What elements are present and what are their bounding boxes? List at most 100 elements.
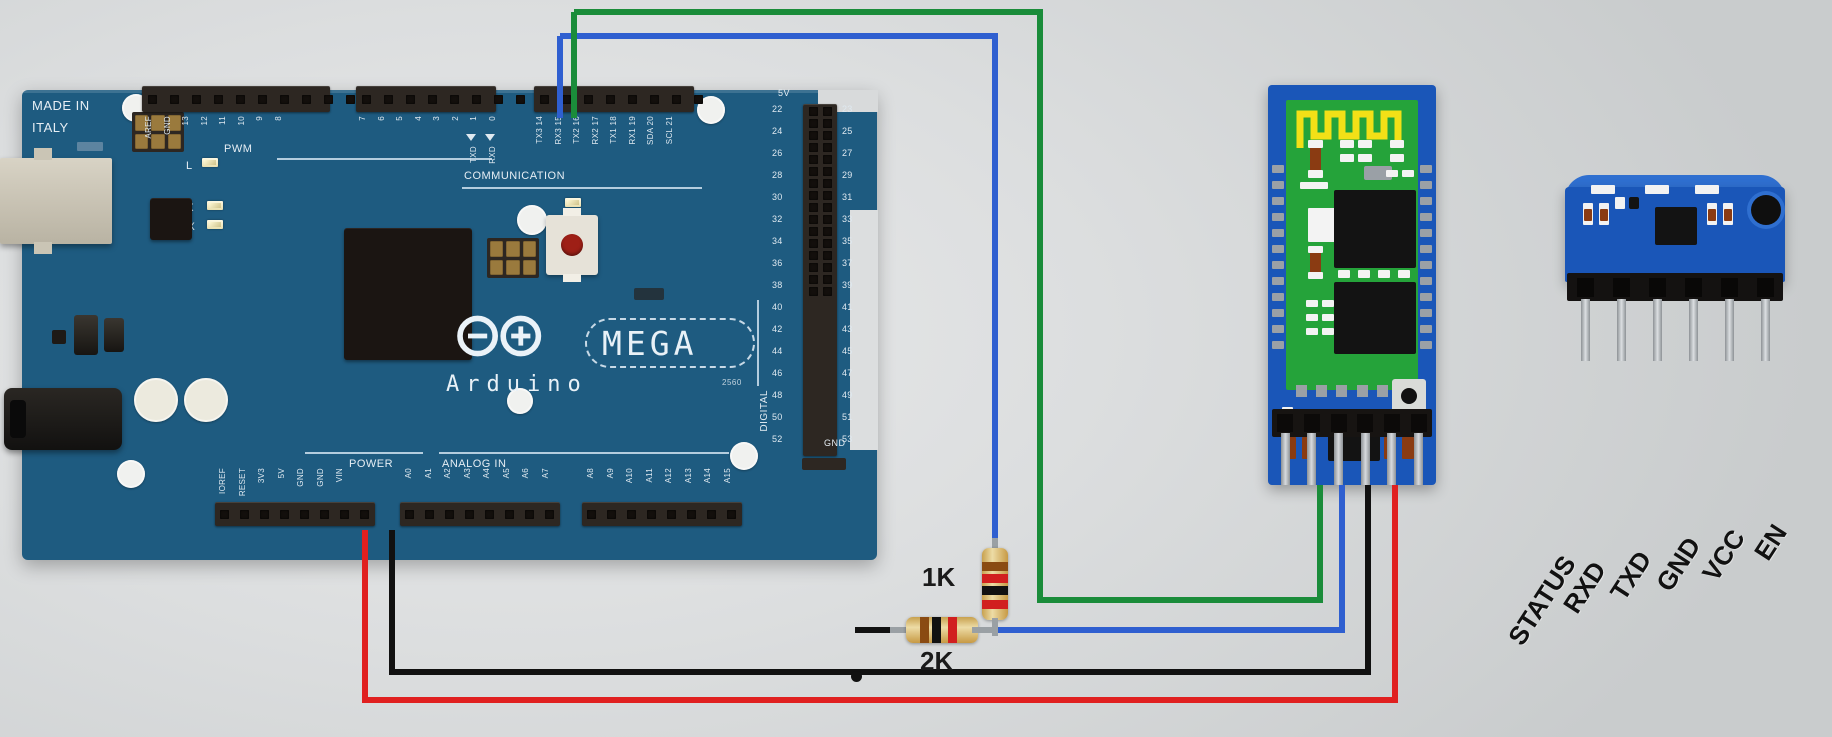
pin-label-rx1-19: RX1 19	[627, 116, 637, 145]
hc05-pad-s	[1402, 170, 1414, 177]
communication-label: COMMUNICATION	[464, 170, 566, 182]
digital-pin-25: 25	[842, 126, 853, 136]
header-digital-8-13[interactable]	[142, 86, 355, 112]
pin-label-5: 5	[395, 116, 404, 121]
icsp-header-2[interactable]	[487, 238, 539, 278]
hc05-at-mode-button[interactable]	[1392, 379, 1426, 413]
header-communication[interactable]	[534, 86, 703, 112]
header-digital-22-53[interactable]	[803, 104, 837, 456]
digital-pin-45: 45	[842, 346, 853, 356]
hc05-pad-q	[1390, 154, 1404, 162]
analog-pin-a11: A11	[644, 468, 654, 483]
header-analog-a8-a15[interactable]	[582, 502, 742, 526]
breakout-pad-3	[1615, 197, 1625, 209]
digital-pin-36: 36	[772, 258, 783, 268]
analog-in-label: ANALOG IN	[442, 458, 507, 470]
digital-pin-51: 51	[842, 412, 853, 422]
power-pin-gnd: GND	[315, 468, 325, 487]
serial-marker-0	[466, 134, 476, 141]
usb-tab-bottom	[34, 242, 52, 254]
hc05-pad-a	[1308, 140, 1323, 148]
breakout-pad-4	[1629, 197, 1639, 209]
pin-label-4: 4	[413, 116, 423, 121]
hc05-pin-legs	[1272, 433, 1432, 485]
hc05-pad-u	[1358, 270, 1370, 278]
pin-label-2: 2	[450, 116, 460, 121]
digital-pin-34: 34	[772, 236, 783, 246]
power-label: POWER	[349, 458, 394, 470]
digital-pin-28: 28	[772, 170, 783, 180]
led-rx	[207, 220, 223, 229]
made-in-label: MADE IN	[32, 98, 90, 113]
hc05-pad-d	[1308, 246, 1323, 253]
digital-pin-29: 29	[842, 170, 853, 180]
digital-pin-49: 49	[842, 390, 853, 400]
mega-wordmark: MEGA	[602, 324, 698, 363]
mcu-chip	[344, 228, 472, 360]
capacitor-2	[104, 318, 124, 352]
pin-label-rx3-15: RX3 15	[553, 116, 563, 145]
analog-pin-a7: A7	[540, 468, 550, 479]
pin-label-sda-20: SDA 20	[646, 116, 655, 145]
digital-pin-30: 30	[772, 192, 783, 202]
resistor-2k-label: 2K	[920, 646, 954, 676]
digital-section-line	[757, 300, 759, 386]
header-digital-0-7[interactable]	[356, 86, 525, 112]
hc05-breakout-module[interactable]	[1555, 165, 1795, 361]
digital-pin-40: 40	[772, 302, 783, 312]
hc05-pad-i	[1322, 314, 1334, 321]
hc05-shield-can-top	[1334, 190, 1416, 268]
header-power[interactable]	[215, 502, 375, 526]
electrolytic-cap-2	[184, 378, 228, 422]
pin-label-tx2-16: TX2 16	[572, 116, 581, 144]
analog-pin-a15: A15	[722, 468, 732, 484]
mounting-hole-3	[517, 205, 547, 235]
hc05-green-board	[1286, 100, 1418, 390]
icsp-header-1[interactable]	[132, 112, 184, 152]
hc05-resistor-2	[1310, 252, 1321, 274]
breakout-pad-7	[1591, 185, 1615, 194]
breakout-pin-header[interactable]	[1567, 273, 1783, 301]
mega-model-number: 2560	[722, 378, 742, 387]
hc05-smd-chip	[1364, 166, 1392, 180]
digital-pin-37: 37	[842, 258, 853, 268]
breakout-res-3	[1708, 209, 1716, 221]
usb-connector	[0, 148, 112, 254]
arduino-mega-board[interactable]: MADE IN ITALY	[0, 86, 878, 560]
digital-pin-47: 47	[842, 368, 853, 378]
hc05-pad-k	[1322, 328, 1334, 335]
analog-pin-a12: A12	[664, 468, 673, 484]
smd-1	[52, 330, 66, 344]
pin-label-12: 12	[199, 116, 209, 126]
breakout-res-4	[1724, 209, 1732, 221]
breakout-button[interactable]	[1751, 195, 1781, 225]
header-analog-a0-a7[interactable]	[400, 502, 560, 526]
led-tx	[207, 201, 223, 210]
pin-label-11: 11	[218, 116, 227, 125]
electrolytic-cap-1	[134, 378, 178, 422]
led-l	[202, 158, 218, 167]
hc05-pad-r	[1386, 170, 1398, 177]
digital-pin-52: 52	[772, 434, 783, 444]
resistor-2k[interactable]	[906, 617, 978, 643]
hc05-pad-w	[1398, 270, 1410, 278]
digital-pin-50: 50	[772, 412, 783, 422]
pin-label-gnd: GND	[162, 116, 172, 135]
analog-pin-a14: A14	[703, 468, 712, 484]
reset-button[interactable]	[546, 208, 598, 282]
hc05-pad-f	[1306, 300, 1318, 307]
resistor-1k[interactable]	[982, 548, 1008, 620]
hc05-pad-l	[1340, 140, 1354, 148]
hc05-pad-t	[1338, 270, 1350, 278]
digital-pin-42: 42	[772, 324, 783, 334]
serial-marker-1	[484, 134, 495, 141]
digital-pin-41: 41	[842, 302, 853, 312]
hc05-pad-j	[1306, 328, 1318, 335]
hc05-bluetooth-module[interactable]	[1268, 85, 1436, 485]
breakout-pad-9	[1695, 185, 1719, 194]
hc05-shield-can-bottom	[1334, 282, 1416, 354]
hc05-pad-b	[1308, 170, 1323, 178]
hc05-pad-g	[1322, 300, 1334, 307]
hc05-base-res-4	[1402, 437, 1414, 459]
